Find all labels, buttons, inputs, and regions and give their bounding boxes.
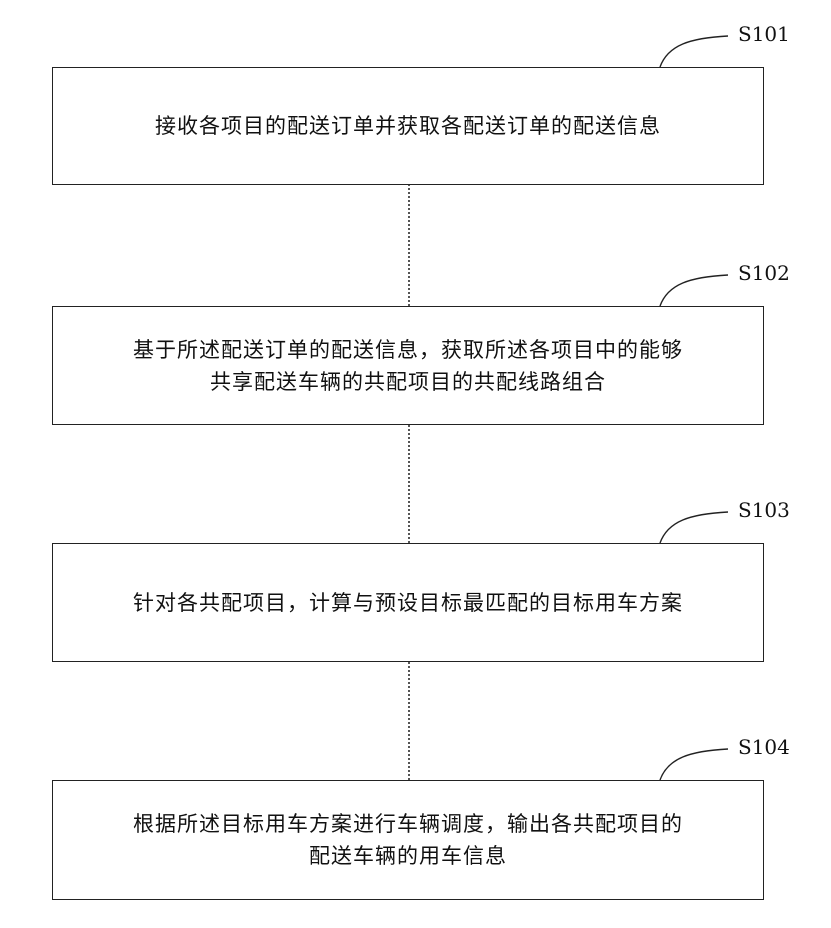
- step-label-s103: S103: [738, 498, 790, 522]
- step-label-s102: S102: [738, 261, 790, 285]
- step-box-s101: 接收各项目的配送订单并获取各配送订单的配送信息: [52, 67, 764, 185]
- step-text-s101: 接收各项目的配送订单并获取各配送订单的配送信息: [155, 110, 661, 142]
- step-box-s103: 针对各共配项目，计算与预设目标最匹配的目标用车方案: [52, 543, 764, 662]
- step-text-s103: 针对各共配项目，计算与预设目标最匹配的目标用车方案: [133, 587, 683, 619]
- step-label-s101: S101: [738, 22, 790, 46]
- step-text-s102: 基于所述配送订单的配送信息，获取所述各项目中的能够 共享配送车辆的共配项目的共配…: [133, 334, 683, 398]
- label-leader-s101: [660, 36, 728, 67]
- step-label-s104: S104: [738, 735, 790, 759]
- label-leader-s102: [660, 275, 728, 306]
- label-leader-s104: [660, 749, 728, 780]
- step-text-s104: 根据所述目标用车方案进行车辆调度，输出各共配项目的 配送车辆的用车信息: [133, 808, 683, 872]
- step-box-s102: 基于所述配送订单的配送信息，获取所述各项目中的能够 共享配送车辆的共配项目的共配…: [52, 306, 764, 425]
- step-box-s104: 根据所述目标用车方案进行车辆调度，输出各共配项目的 配送车辆的用车信息: [52, 780, 764, 900]
- label-leader-s103: [660, 512, 728, 543]
